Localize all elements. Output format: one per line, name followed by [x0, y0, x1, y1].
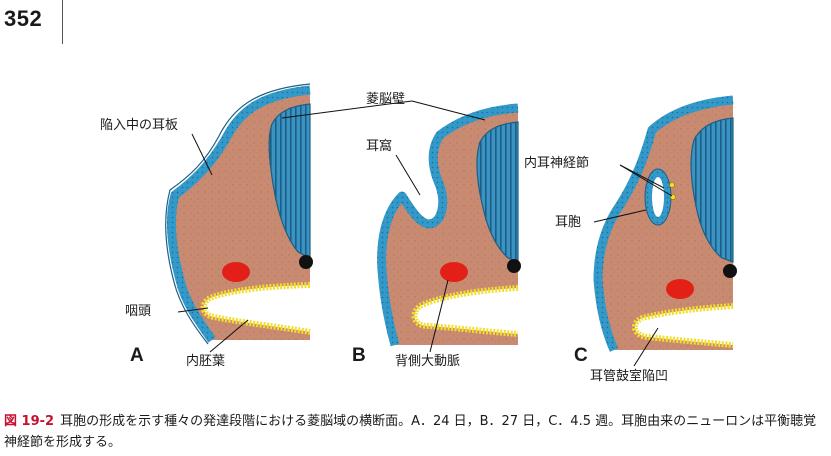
- caption-label: 図 19-2: [4, 414, 55, 429]
- panel-c-ganglion-dot: [669, 182, 675, 188]
- label-rhombencephalon-wall: 菱脳壁: [366, 92, 406, 107]
- panel-b-drawing: [377, 103, 521, 347]
- panel-a-dorsal-aorta: [222, 262, 250, 282]
- panel-a-drawing: [165, 83, 313, 345]
- caption-text: 耳胞の形成を示す種々の発達段階における菱脳域の横断面。A．24 日，B．27 日…: [4, 414, 817, 450]
- label-otic-vesicle: 耳胞: [555, 215, 582, 230]
- page-divider: [62, 0, 63, 44]
- label-tubotympanic-recess: 耳管鼓室陥凹: [590, 369, 669, 384]
- otic-vesicle-figure: [165, 83, 737, 367]
- panel-a-notochord: [299, 255, 313, 269]
- leader-lines: [177, 100, 673, 367]
- page-number: 352: [4, 6, 43, 31]
- panel-a-ectoderm: [166, 85, 311, 343]
- panel-c-neural-tube: [690, 117, 734, 263]
- panel-letter-b: B: [352, 345, 366, 366]
- panel-c-dorsal-aorta: [666, 279, 694, 299]
- panel-letter-a: A: [130, 345, 144, 366]
- label-dorsal-aorta: 背側大動脈: [395, 354, 461, 369]
- label-inner-ear-ganglion: 内耳神経節: [524, 156, 590, 171]
- panel-a-pharynx: [200, 282, 311, 335]
- panel-b-pharynx: [411, 285, 519, 337]
- panel-b-neural-tube: [476, 121, 519, 263]
- label-endoderm: 内胚葉: [186, 354, 226, 369]
- label-otic-pit: 耳窩: [366, 139, 393, 154]
- panel-c-notochord: [723, 264, 737, 278]
- panel-b-ectoderm: [377, 103, 519, 347]
- panel-c-ectoderm: [593, 95, 734, 352]
- label-invaginating-otic-placode: 陥入中の耳板: [100, 118, 179, 133]
- panel-a-neural-tube: [268, 103, 311, 259]
- panel-c-tubotympanic-recess: [631, 303, 734, 348]
- panel-letter-c: C: [574, 345, 588, 366]
- panel-b-notochord: [507, 259, 521, 273]
- label-pharynx: 咽頭: [125, 304, 152, 319]
- panel-c-drawing: [593, 95, 737, 352]
- panel-b-dorsal-aorta: [440, 262, 468, 282]
